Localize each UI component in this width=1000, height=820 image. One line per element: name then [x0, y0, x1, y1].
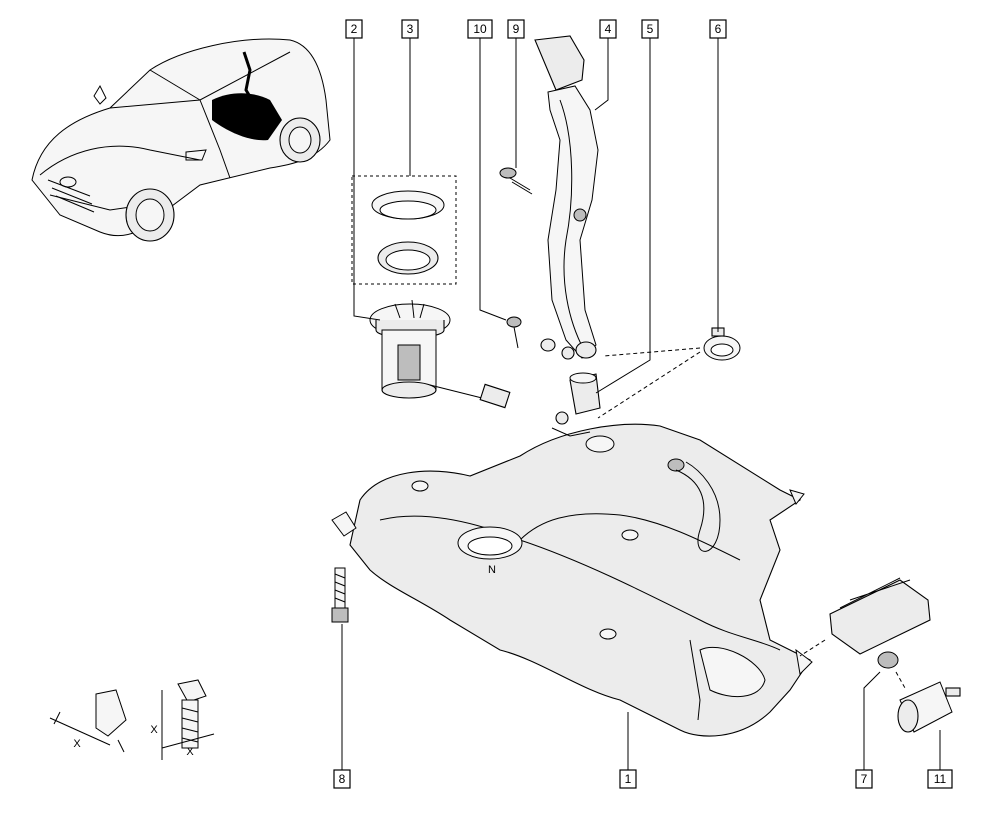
- tank-mark: N: [488, 564, 496, 576]
- callout-9: 9: [507, 19, 525, 39]
- callout-4: 4: [599, 19, 617, 39]
- filler-neck-pipe: [534, 35, 599, 360]
- dimension-label: X: [186, 746, 194, 758]
- dimension-label: X: [73, 738, 81, 750]
- bolt-8: [331, 567, 349, 623]
- carbon-canister: [829, 577, 931, 655]
- callout-10: 10: [467, 19, 493, 39]
- svg-text:6: 6: [715, 22, 722, 36]
- dimension-label: X: [150, 724, 158, 736]
- bolt-10: [506, 316, 522, 349]
- canister-bracket: [877, 651, 899, 669]
- svg-text:4: 4: [605, 22, 612, 36]
- callout-8: 8: [333, 769, 351, 789]
- svg-text:7: 7: [861, 772, 868, 786]
- callout-7: 7: [855, 769, 873, 789]
- car-illustration: [31, 38, 331, 242]
- hose-sleeve: [555, 372, 601, 425]
- callout-11: 11: [927, 769, 953, 789]
- callout-6: 6: [709, 19, 727, 39]
- svg-text:5: 5: [647, 22, 654, 36]
- svg-text:8: 8: [339, 772, 346, 786]
- fuel-tank: N: [331, 423, 813, 737]
- hose-clamp: [703, 327, 741, 361]
- svg-text:2: 2: [351, 22, 358, 36]
- svg-text:1: 1: [625, 772, 632, 786]
- leader-lines: [341, 38, 941, 770]
- bolt-9: [499, 167, 533, 195]
- callout-5: 5: [641, 19, 659, 39]
- detail-clip: X: [49, 689, 127, 753]
- svg-text:11: 11: [934, 772, 947, 786]
- lock-ring-and-seal: [351, 175, 457, 285]
- fuel-filter: [897, 681, 961, 733]
- fuel-pump-module: [369, 299, 511, 409]
- callout-1: 1: [619, 769, 637, 789]
- callout-3: 3: [401, 19, 419, 39]
- svg-text:9: 9: [513, 22, 520, 36]
- svg-text:3: 3: [407, 22, 414, 36]
- detail-bolt: X X: [150, 679, 215, 760]
- callout-2: 2: [345, 19, 363, 39]
- svg-text:10: 10: [473, 22, 487, 36]
